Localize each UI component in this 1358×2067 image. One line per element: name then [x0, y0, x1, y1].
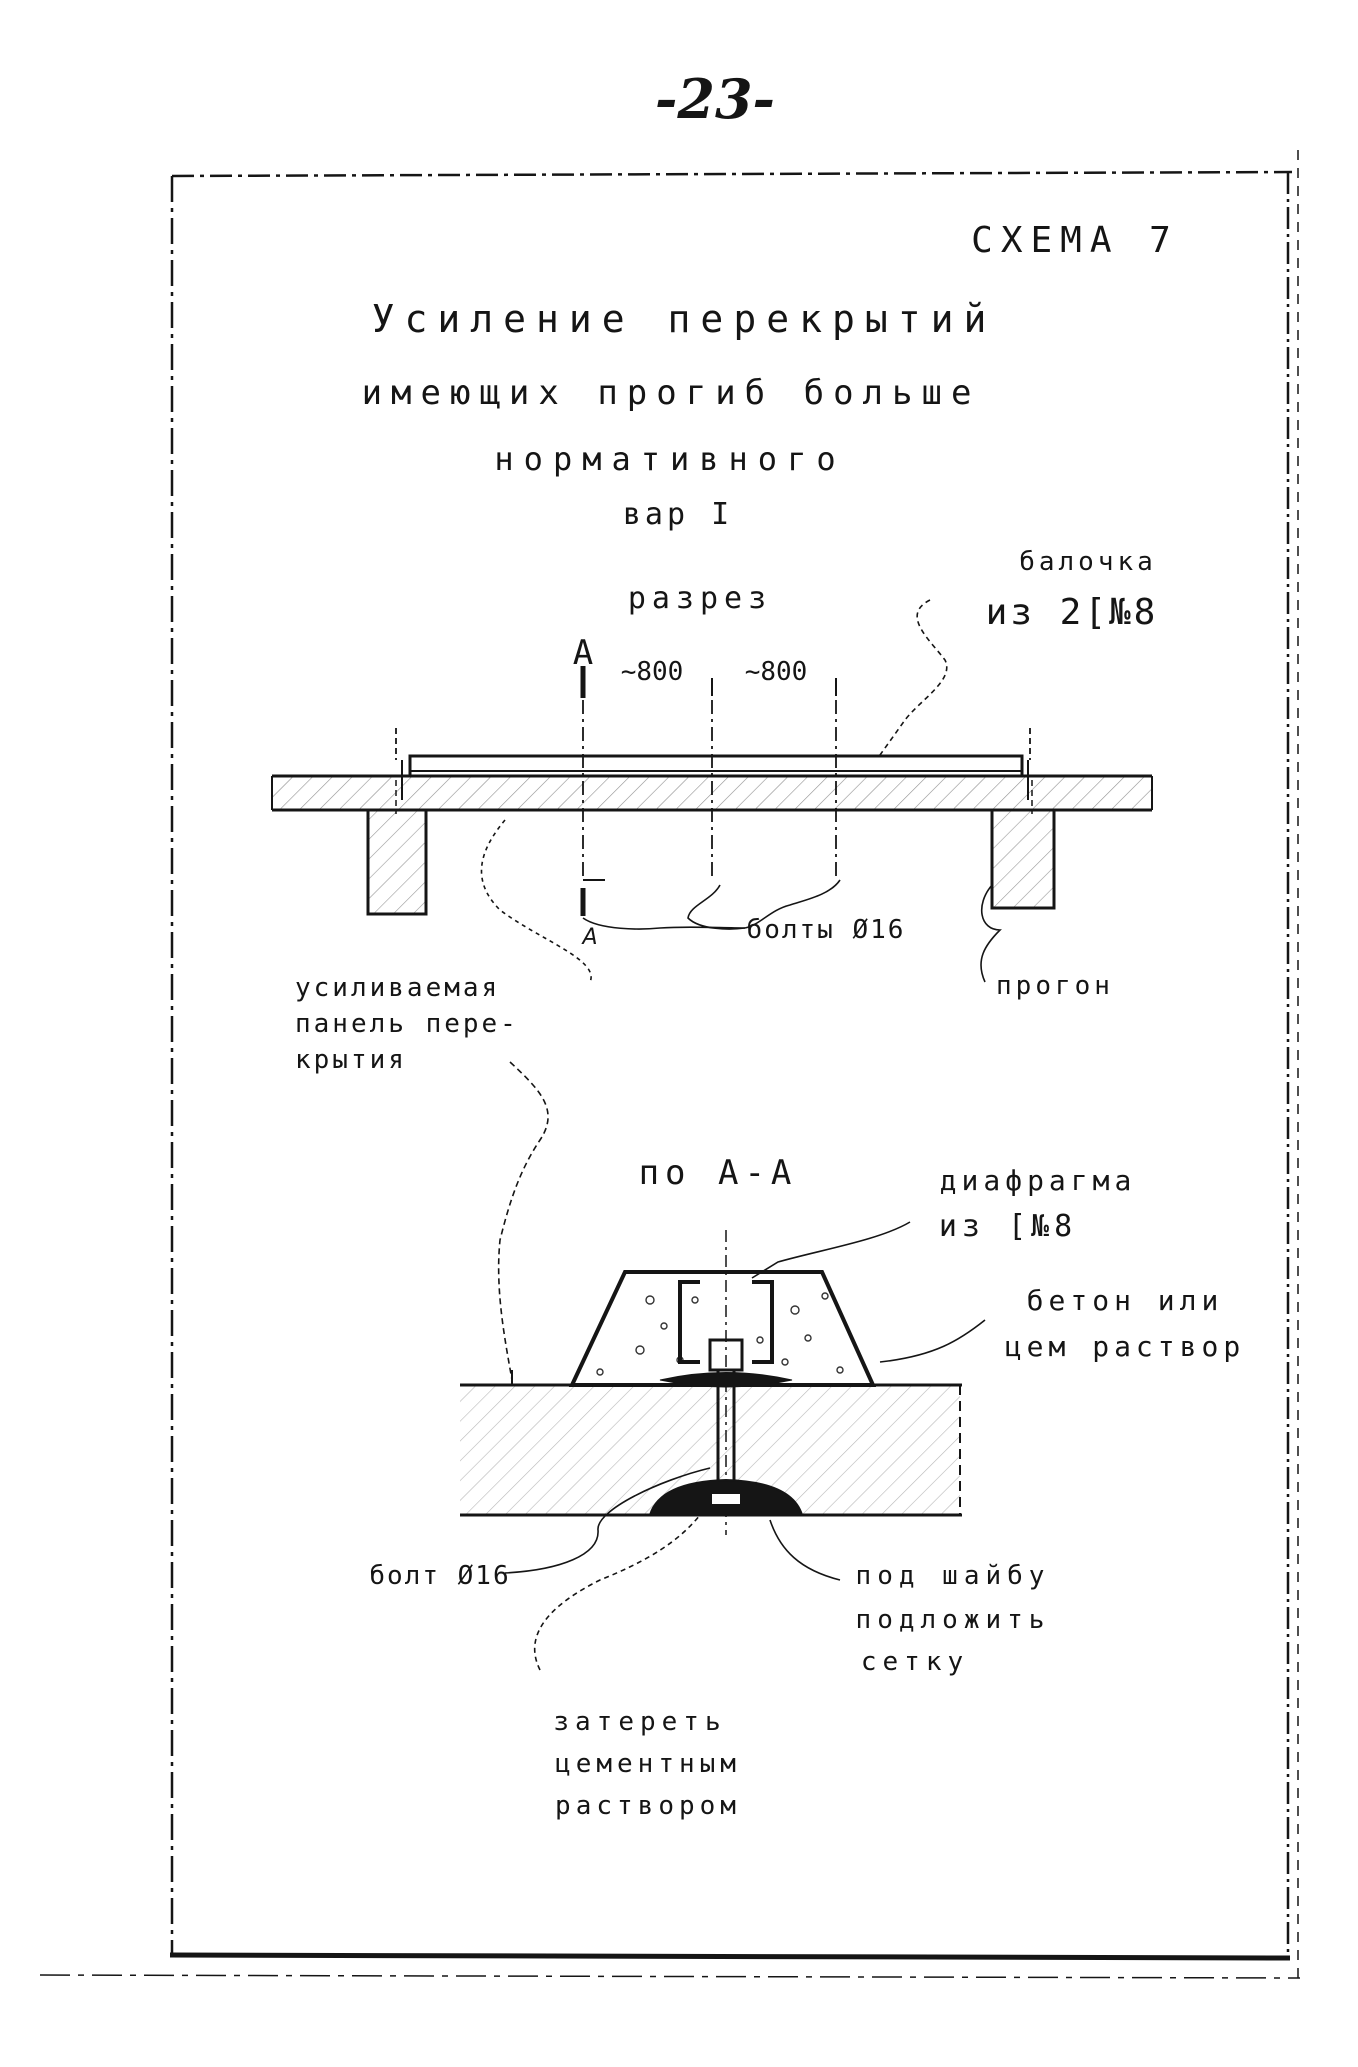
section-aa-label: по А-А: [639, 1153, 798, 1193]
diaphragm-channels: [678, 1280, 774, 1364]
panel-label-2: панель пере-: [295, 1009, 519, 1039]
title-line-1: Усиление перекрытий: [372, 297, 997, 341]
scheme-number: СХЕМА 7: [971, 220, 1179, 261]
right-purlin: [990, 808, 1056, 910]
title-line-3: нормативного: [494, 440, 845, 478]
bolts-label: болты Ø16: [747, 915, 906, 945]
leader-lines-1: [480, 599, 1002, 983]
cut-mark-top: А: [573, 633, 593, 673]
variant-label: вар I: [623, 497, 733, 532]
section-label: разрез: [628, 581, 772, 616]
concrete-label-1: бетон или: [1027, 1284, 1224, 1317]
washer-label-2: подложить: [856, 1605, 1051, 1635]
dimension-left: ~800: [621, 657, 684, 687]
bolt-label: болт Ø16: [369, 1561, 510, 1591]
rub-label-1: затереть: [553, 1707, 726, 1737]
cut-mark-bottom: А: [580, 925, 597, 950]
left-purlin: [366, 808, 428, 916]
channel-beam: [395, 754, 1033, 814]
page-number: -23-: [655, 67, 775, 131]
purlin-label: прогон: [996, 971, 1114, 1001]
diaphragm-label-2: из [№8: [939, 1209, 1077, 1244]
section-2-drawing: по А-А: [369, 1061, 1245, 1821]
section-1-drawing: разрез: [271, 547, 1159, 1075]
leader-lines-2: [497, 1061, 986, 1671]
diaphragm-label-1: диафрагма: [940, 1164, 1137, 1197]
dimension-right: ~800: [745, 657, 808, 687]
washer-label-3: сетку: [861, 1647, 969, 1677]
washer-highlight: [712, 1494, 740, 1504]
beam-label-2: из 2[№8: [986, 592, 1159, 633]
washer-label-1: под шайбу: [856, 1561, 1051, 1591]
title-line-2: имеющих прогиб больше: [362, 373, 981, 413]
bolt-centerlines: [395, 700, 1031, 880]
section-cut-mark: [580, 666, 837, 916]
sheet-frame: [39, 150, 1301, 1980]
concrete-label-2: цем раствор: [1005, 1330, 1245, 1363]
beam-label-1: балочка: [1019, 547, 1157, 577]
panel-label-1: усиливаемая: [295, 973, 500, 1003]
rub-label-3: раствором: [555, 1791, 741, 1821]
panel-label-3: крытия: [295, 1045, 407, 1075]
rub-label-2: цементным: [555, 1749, 741, 1779]
concrete-fill: [568, 1270, 877, 1387]
